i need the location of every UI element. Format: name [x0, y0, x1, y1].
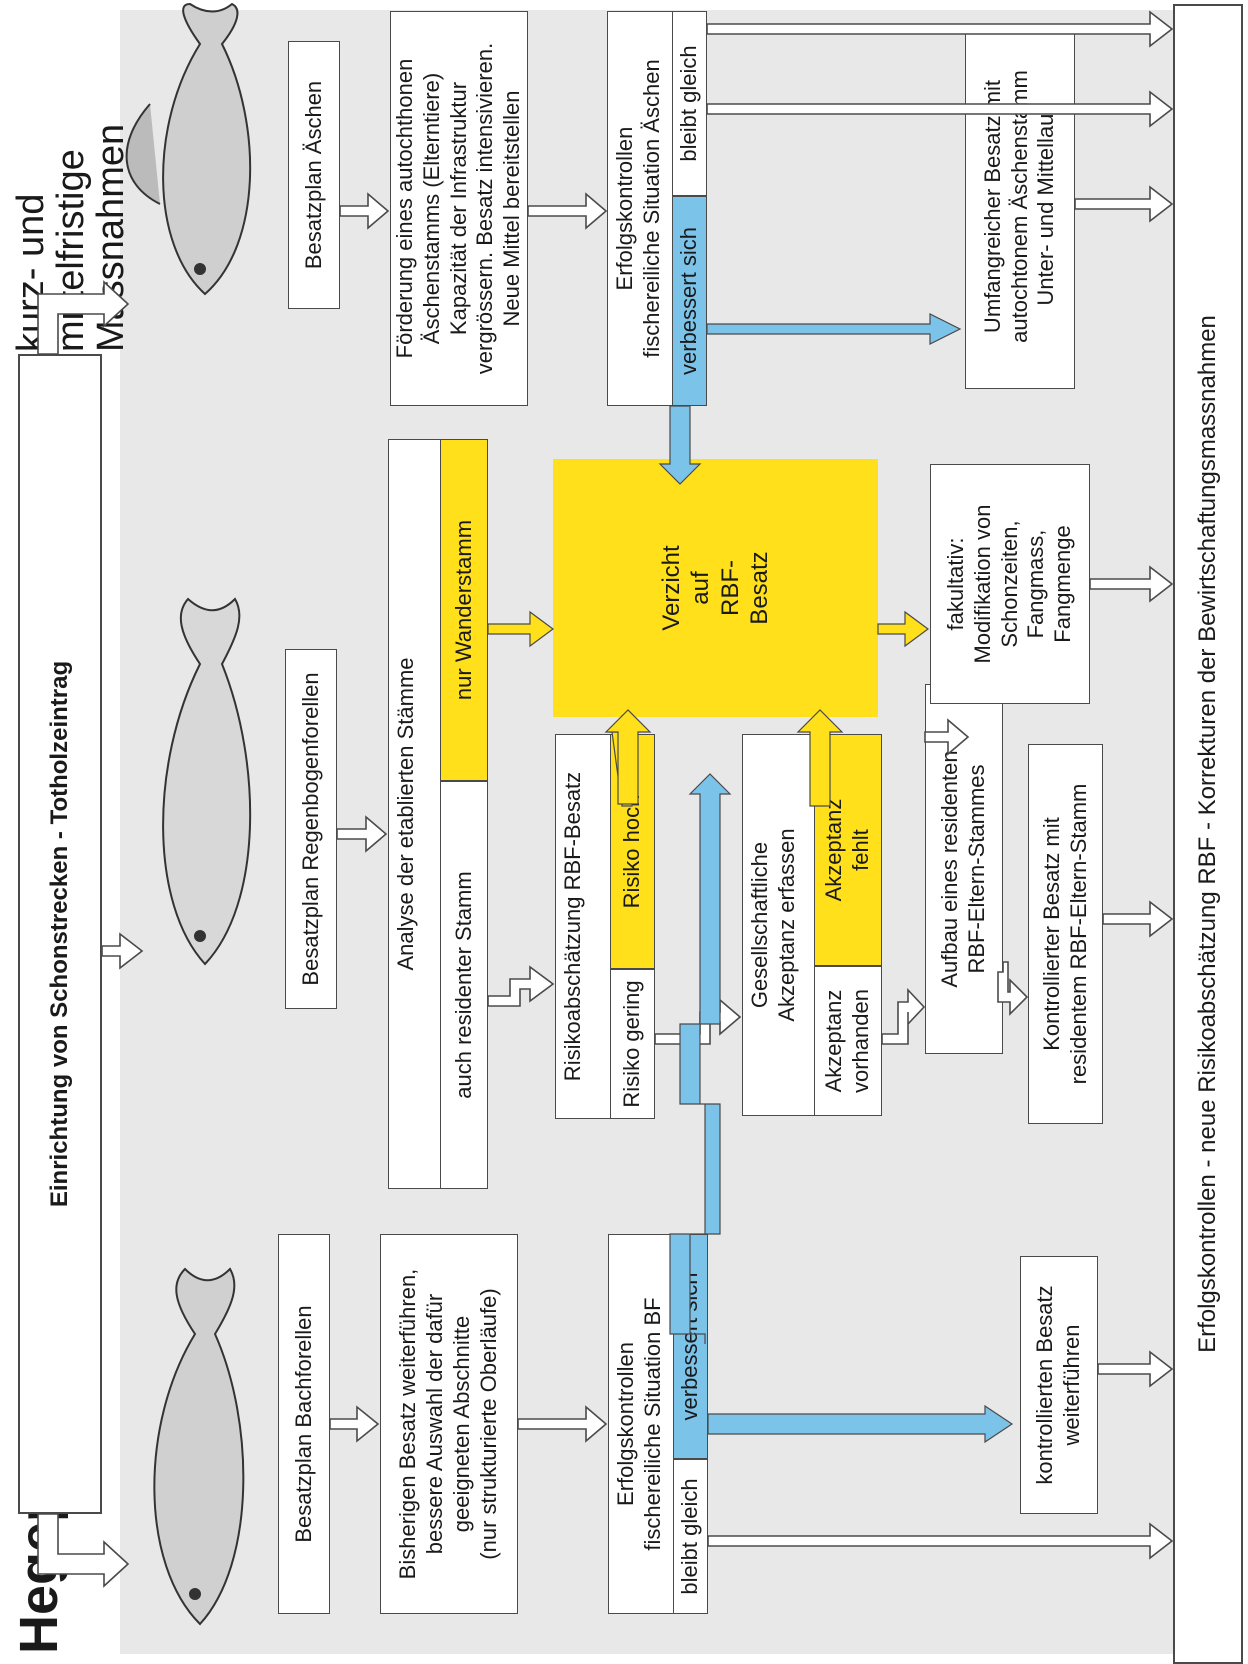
arrow-rbf-optional-bottom — [1089, 565, 1174, 603]
arrow-banner-mid — [101, 932, 144, 970]
arrow-ae-same-top — [706, 10, 1174, 48]
arrow-bf-plan-measure — [329, 1405, 380, 1443]
arrow-rbf-resident-risk — [487, 965, 555, 1007]
arrow-bf-continue — [1097, 1350, 1174, 1388]
rainbow-trout-illustration — [162, 597, 252, 966]
arrow-rbf-build-optional — [924, 718, 970, 756]
arrow-ae-same — [706, 90, 1174, 128]
arrow-rbf-plan-analysis — [336, 815, 388, 853]
arrow-yellow-no-accept — [796, 709, 844, 807]
arrow-yellow-optional — [877, 610, 930, 648]
brown-trout-illustration — [153, 1267, 245, 1626]
arrow-bf-same — [707, 1522, 1174, 1560]
arrow-blue-bf-continue — [707, 1404, 1014, 1444]
arrow-rbf-build-controlled — [997, 961, 1029, 1016]
arrow-rbf-yes-build — [881, 987, 926, 1045]
arrow-banner-right — [37, 280, 130, 355]
arrow-ae-extensive — [1074, 185, 1174, 223]
arrow-ae-measure-control — [527, 192, 608, 230]
arrow-bf-measure-control — [517, 1405, 608, 1443]
arrow-blue-ae-to-verzicht — [658, 405, 702, 485]
arrow-yellow-migratory — [487, 610, 555, 648]
arrow-banner-left — [37, 1513, 130, 1588]
arrow-blue-bf-to-verzicht — [669, 773, 732, 1344]
arrow-rbf-controlled-bottom — [1102, 900, 1174, 938]
arrow-blue-ae-extensive — [706, 313, 962, 345]
grayling-illustration — [125, 2, 252, 296]
arrow-ae-plan-measure — [339, 192, 390, 230]
arrow-yellow-risk-high-shape — [604, 709, 652, 805]
